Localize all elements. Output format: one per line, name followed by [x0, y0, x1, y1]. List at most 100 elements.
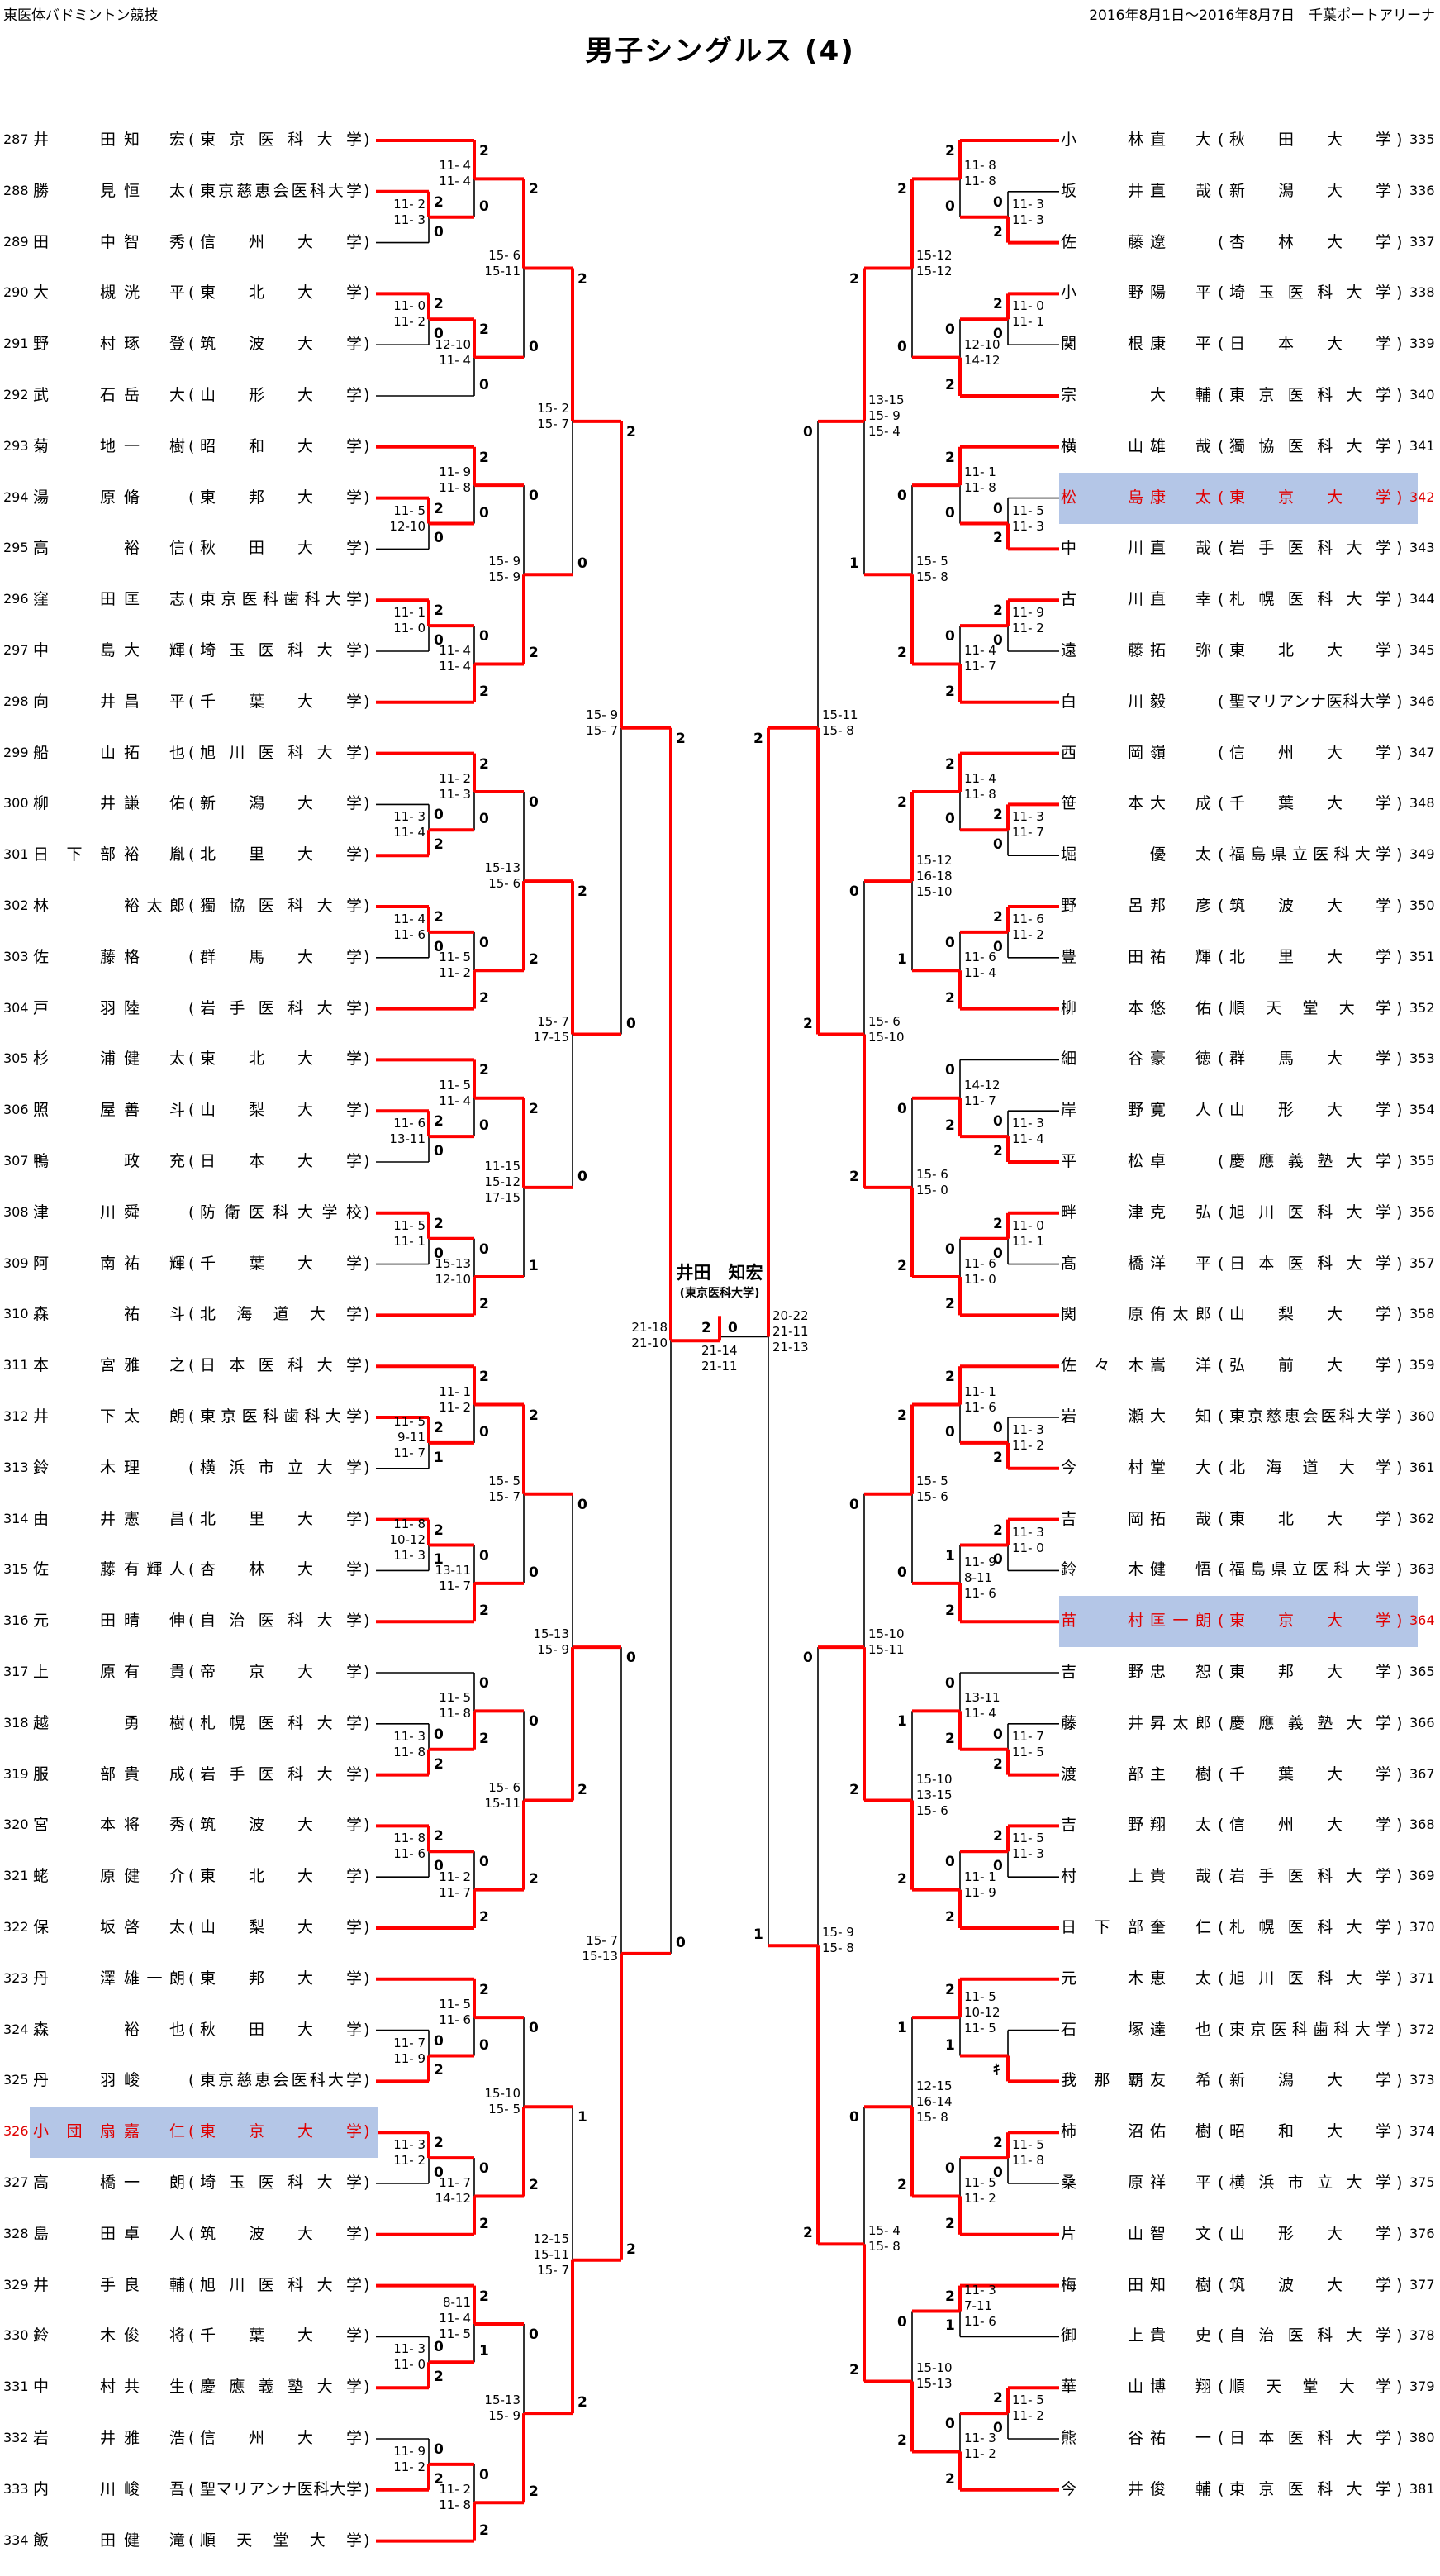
player-number: 293	[3, 437, 29, 454]
player-surname: 森	[33, 2020, 50, 2039]
game-count: 2	[849, 1781, 859, 1798]
player-school: 信州大学	[1229, 743, 1391, 762]
paren-close-icon: )	[364, 2479, 370, 2498]
set-score: 15- 9	[488, 554, 520, 569]
game-count: 2	[945, 2215, 955, 2232]
paren-open-icon: (	[1218, 2122, 1224, 2141]
set-score: 14-12	[435, 2191, 471, 2207]
paren-close-icon: )	[1396, 2122, 1403, 2141]
paren-open-icon: (	[188, 2378, 195, 2397]
paren-open-icon: (	[1218, 2326, 1224, 2345]
set-score: 11- 1	[439, 1383, 471, 1399]
player-number: 314	[3, 1510, 29, 1526]
set-score: 15-13	[533, 1626, 569, 1642]
game-count: 1	[577, 2109, 587, 2126]
game-count: 2	[529, 2483, 539, 2501]
set-score: 15- 9	[488, 569, 520, 585]
player-given-name: 拓弥	[1150, 641, 1211, 659]
game-count: 0	[529, 1564, 539, 1581]
player-given-name: 太朗	[124, 1407, 185, 1426]
game-count: 2	[479, 1981, 489, 1998]
game-count: 1	[753, 1926, 763, 1944]
game-count: 0	[529, 488, 539, 505]
player-number: 288	[3, 182, 29, 198]
player-number: 289	[3, 233, 29, 250]
game-count: 0	[849, 883, 859, 901]
player-number: 356	[1409, 1203, 1435, 1220]
player-school: 東北大学	[1229, 1509, 1391, 1528]
set-score: 15- 6	[916, 1803, 948, 1818]
game-count: 2	[897, 2432, 907, 2450]
paren-close-icon: )	[364, 1254, 370, 1273]
set-score: 11- 4	[964, 770, 996, 786]
paren-close-icon: )	[1396, 1663, 1403, 1681]
player-given-name: 豪徳	[1150, 1050, 1211, 1069]
player-school: 新潟大学	[1229, 181, 1391, 200]
set-score: 15-10	[868, 1626, 905, 1642]
player-surname: 苗村	[1061, 1612, 1143, 1631]
player-given-name: 悠佑	[1150, 998, 1211, 1017]
paren-close-icon: )	[1396, 232, 1403, 251]
paren-close-icon: )	[364, 1202, 370, 1221]
game-count: 0	[479, 198, 489, 215]
set-score: 11- 5	[393, 502, 425, 518]
player-given-name: 康太	[1150, 488, 1211, 507]
player-school: 弘前大学	[1229, 1356, 1391, 1375]
game-count: 2	[434, 296, 444, 313]
player-number: 320	[3, 1817, 29, 1833]
paren-close-icon: )	[1396, 743, 1403, 762]
player-surname: 佐藤	[33, 947, 116, 966]
paren-open-icon: (	[1218, 1612, 1224, 1631]
player-number: 381	[1409, 2480, 1435, 2497]
player-surname: 井田	[33, 131, 116, 149]
player-number: 336	[1409, 182, 1435, 198]
paren-open-icon: (	[188, 590, 195, 609]
game-count: 2	[479, 2215, 489, 2232]
player-surname: 鴨	[33, 1152, 50, 1170]
set-score: 16-14	[916, 2093, 953, 2109]
player-given-name: 健滝	[124, 2531, 185, 2550]
game-count: 0	[945, 1854, 955, 1871]
player-given-name: 知樹	[1150, 2275, 1211, 2294]
set-score: 11- 4	[393, 911, 425, 926]
player-number: 348	[1409, 795, 1435, 812]
set-score: 11- 4	[964, 643, 996, 659]
player-number: 322	[3, 1919, 29, 1935]
paren-close-icon: )	[1396, 1356, 1403, 1375]
player-surname: 髙橋	[1061, 1254, 1143, 1273]
paren-open-icon: (	[188, 2071, 195, 2090]
set-score: 12-10	[964, 336, 1000, 352]
paren-open-icon: (	[1218, 1867, 1224, 1886]
player-school: 旭川医科大学	[200, 743, 362, 762]
player-number: 309	[3, 1255, 29, 1271]
set-score: 11- 7	[439, 2175, 471, 2191]
player-surname: 本宮	[33, 1356, 116, 1375]
player-school: 北海道大学	[200, 1305, 362, 1324]
player-school: 福島県立医科大学	[1229, 1560, 1391, 1579]
player-given-name: 智文	[1150, 2224, 1211, 2243]
player-given-name: 舜	[124, 1202, 140, 1221]
game-count: 2	[897, 793, 907, 811]
paren-close-icon: )	[364, 2429, 370, 2447]
game-count: 0	[993, 2420, 1003, 2436]
player-number: 332	[3, 2430, 29, 2445]
set-score: 11- 7	[393, 2035, 425, 2050]
paren-close-icon: )	[364, 845, 370, 864]
game-count: 1	[897, 1713, 907, 1731]
player-number: 362	[1409, 1510, 1435, 1526]
set-score: 11- 8	[393, 1517, 425, 1531]
player-number: 333	[3, 2480, 29, 2497]
player-surname: 今井	[1061, 2479, 1143, 2498]
set-score: 13-11	[964, 1690, 1000, 1706]
